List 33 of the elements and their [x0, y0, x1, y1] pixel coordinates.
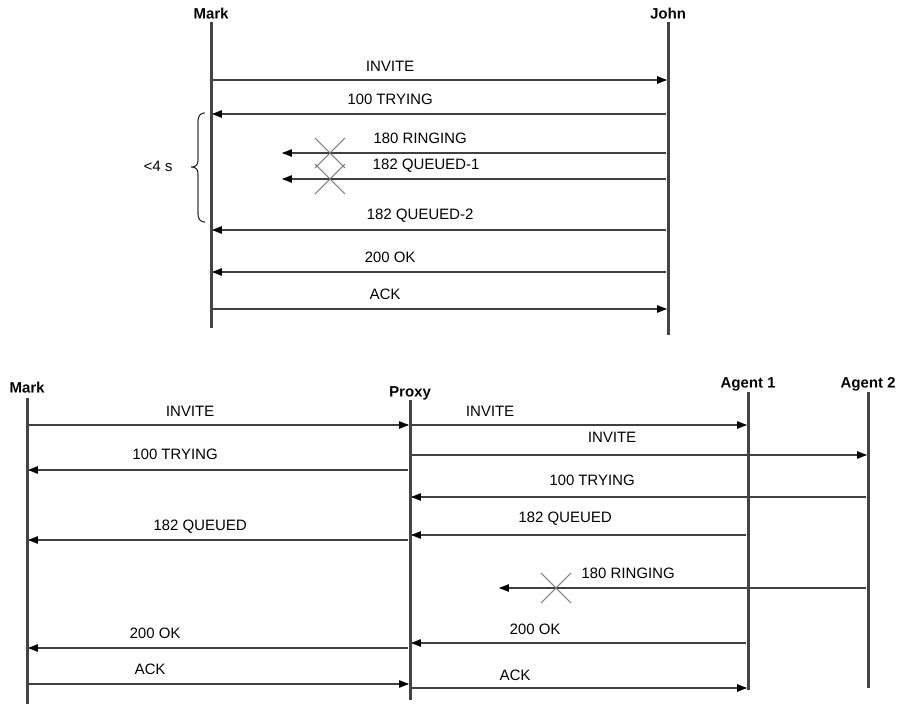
lifeline	[408, 400, 412, 700]
lifeline-heading: Agent 1	[720, 374, 776, 392]
lifeline-heading: Mark	[9, 380, 45, 396]
message-arrow	[29, 421, 409, 429]
message-arrow	[28, 536, 408, 544]
message-arrow	[212, 226, 666, 234]
message-arrow	[29, 680, 409, 688]
message-arrow	[282, 175, 666, 183]
message-arrow	[28, 466, 408, 474]
edge-label: 182 QUEUED-2	[364, 207, 476, 223]
lifeline-heading: Agent 2	[840, 374, 896, 392]
message-arrow	[412, 421, 747, 429]
lifeline-heading: Mark	[193, 6, 229, 22]
lifeline	[666, 22, 670, 335]
message-arrow	[499, 584, 866, 592]
message-arrow	[213, 305, 667, 313]
message-arrow	[412, 684, 747, 692]
message-arrow	[411, 493, 866, 501]
lifeline-heading: Proxy	[389, 384, 431, 400]
lifeline	[26, 398, 28, 704]
message-arrow	[282, 149, 666, 157]
lifeline	[866, 392, 870, 688]
lifeline	[746, 392, 750, 690]
message-arrow	[212, 268, 666, 276]
message-arrow	[412, 451, 867, 459]
message-arrow	[411, 639, 746, 647]
message-arrow	[213, 76, 667, 84]
lifeline-heading: John	[650, 6, 686, 22]
message-arrow	[411, 531, 746, 539]
edge-label: 182 QUEUED-1	[370, 157, 482, 173]
message-arrow	[28, 644, 408, 652]
message-arrow	[212, 110, 666, 118]
lifeline	[210, 22, 212, 328]
